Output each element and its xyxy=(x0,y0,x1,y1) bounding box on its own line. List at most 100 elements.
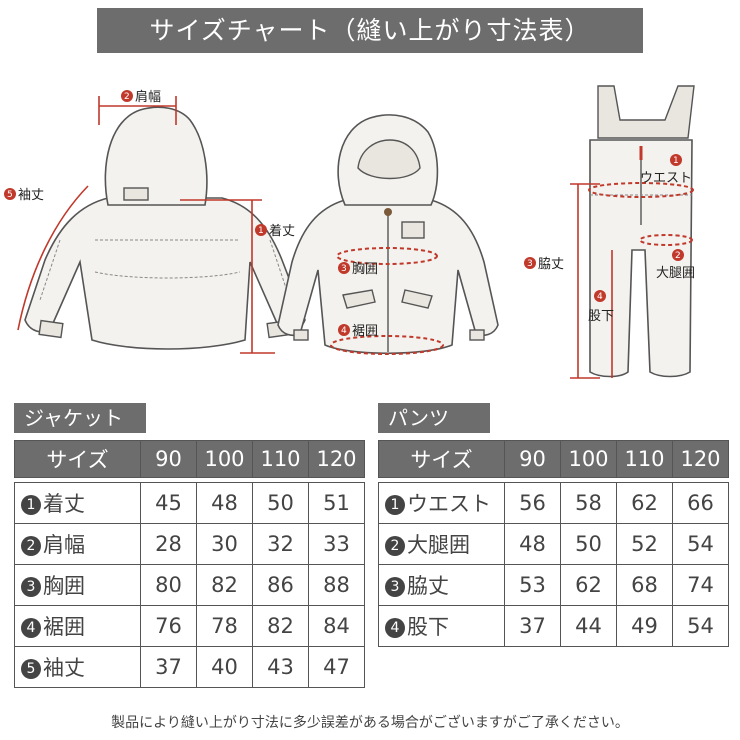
table-cell: 62 xyxy=(560,564,617,606)
row-number: 4 xyxy=(385,618,405,638)
svg-text:3: 3 xyxy=(527,259,533,269)
table-cell: 33 xyxy=(308,523,365,565)
header-cell: 110 xyxy=(252,440,309,478)
table-cell: 49 xyxy=(616,605,673,647)
table-cell: 50 xyxy=(252,482,309,524)
svg-text:1: 1 xyxy=(258,226,264,236)
label-outseam: 脇丈 xyxy=(538,257,564,272)
label-waist: ウエスト xyxy=(640,171,692,186)
row-number: 2 xyxy=(385,536,405,556)
svg-text:2: 2 xyxy=(675,251,681,261)
table-header-row: サイズ 90 100 110 120 xyxy=(14,440,365,478)
row-name: 脇丈 xyxy=(407,574,449,598)
table-cell: 80 xyxy=(140,564,197,606)
row-number: 3 xyxy=(21,577,41,597)
table-cell: 53 xyxy=(504,564,561,606)
row-name: 股下 xyxy=(407,615,449,639)
pants-measures: 1 ウエスト 2 大腿囲 3 脇丈 4 股下 xyxy=(524,154,695,379)
table-cell: 44 xyxy=(560,605,617,647)
jacket-back-measures: 2 肩幅 1 着丈 5 袖丈 xyxy=(4,89,295,354)
table-cell: 47 xyxy=(308,646,365,688)
table-cell: 48 xyxy=(504,523,561,565)
table-cell: 82 xyxy=(196,564,253,606)
page-title: サイズチャート（縫い上がり寸法表） xyxy=(97,8,643,53)
svg-text:5: 5 xyxy=(7,190,13,200)
table-cell: 76 xyxy=(140,605,197,647)
row-name: 肩幅 xyxy=(43,533,85,557)
label-thigh: 大腿囲 xyxy=(656,266,695,281)
table-cell: 37 xyxy=(504,605,561,647)
table-cell: 51 xyxy=(308,482,365,524)
table-cell: 56 xyxy=(504,482,561,524)
pants-tag: パンツ xyxy=(378,403,490,433)
table-cell: 40 xyxy=(196,646,253,688)
table-cell: 54 xyxy=(672,605,729,647)
table-cell: 58 xyxy=(560,482,617,524)
jacket-front-drawing xyxy=(277,114,499,355)
label-shoulder: 肩幅 xyxy=(135,89,161,105)
svg-text:3: 3 xyxy=(341,264,347,274)
table-cell: 86 xyxy=(252,564,309,606)
table-cell: 28 xyxy=(140,523,197,565)
table-cell: 32 xyxy=(252,523,309,565)
row-name: 着丈 xyxy=(43,492,85,516)
label-num: 2 xyxy=(124,92,130,102)
table-cell: 74 xyxy=(672,564,729,606)
header-cell: 110 xyxy=(616,440,673,478)
jacket-tag: ジャケット xyxy=(14,403,146,433)
header-cell: 120 xyxy=(672,440,729,478)
table-cell: 66 xyxy=(672,482,729,524)
table-cell: 62 xyxy=(616,482,673,524)
header-cell: サイズ xyxy=(14,440,141,478)
row-name: 袖丈 xyxy=(43,656,85,680)
table-cell: 84 xyxy=(308,605,365,647)
svg-text:1: 1 xyxy=(673,156,679,166)
label-chest: 胸囲 xyxy=(352,262,378,277)
row-name: 胸囲 xyxy=(43,574,85,598)
row-number: 3 xyxy=(385,577,405,597)
row-name: ウエスト xyxy=(407,492,491,516)
table-header-row: サイズ 90 100 110 120 xyxy=(378,440,729,478)
svg-text:4: 4 xyxy=(597,292,603,302)
row-number: 2 xyxy=(21,536,41,556)
table-cell: 37 xyxy=(140,646,197,688)
label-inseam: 股下 xyxy=(588,309,614,324)
row-name: 大腿囲 xyxy=(407,533,470,557)
row-number: 1 xyxy=(21,495,41,515)
header-cell: 100 xyxy=(560,440,617,478)
svg-text:4: 4 xyxy=(341,326,347,336)
table-cell: 50 xyxy=(560,523,617,565)
table-cell: 54 xyxy=(672,523,729,565)
label-length: 着丈 xyxy=(269,223,295,239)
table-cell: 30 xyxy=(196,523,253,565)
jacket-back-drawing xyxy=(24,106,306,350)
label-sleeve: 袖丈 xyxy=(18,188,44,203)
table-cell: 52 xyxy=(616,523,673,565)
table-cell: 43 xyxy=(252,646,309,688)
row-number: 5 xyxy=(21,659,41,679)
footnote: 製品により縫い上がり寸法に多少誤差がある場合がございますがご了承ください。 xyxy=(111,715,629,731)
header-cell: 90 xyxy=(504,440,561,478)
jacket-front-measures: 3 胸囲 4 裾囲 xyxy=(330,247,444,355)
header-cell: 100 xyxy=(196,440,253,478)
garment-illustration: .g{fill:#f4f2ee;stroke:#555;stroke-width… xyxy=(4,85,695,379)
header-cell: サイズ xyxy=(378,440,505,478)
table-cell: 68 xyxy=(616,564,673,606)
label-hem: 裾囲 xyxy=(352,324,378,339)
header-cell: 90 xyxy=(140,440,197,478)
table-cell: 82 xyxy=(252,605,309,647)
row-number: 1 xyxy=(385,495,405,515)
pants-drawing xyxy=(589,85,695,378)
table-cell: 48 xyxy=(196,482,253,524)
